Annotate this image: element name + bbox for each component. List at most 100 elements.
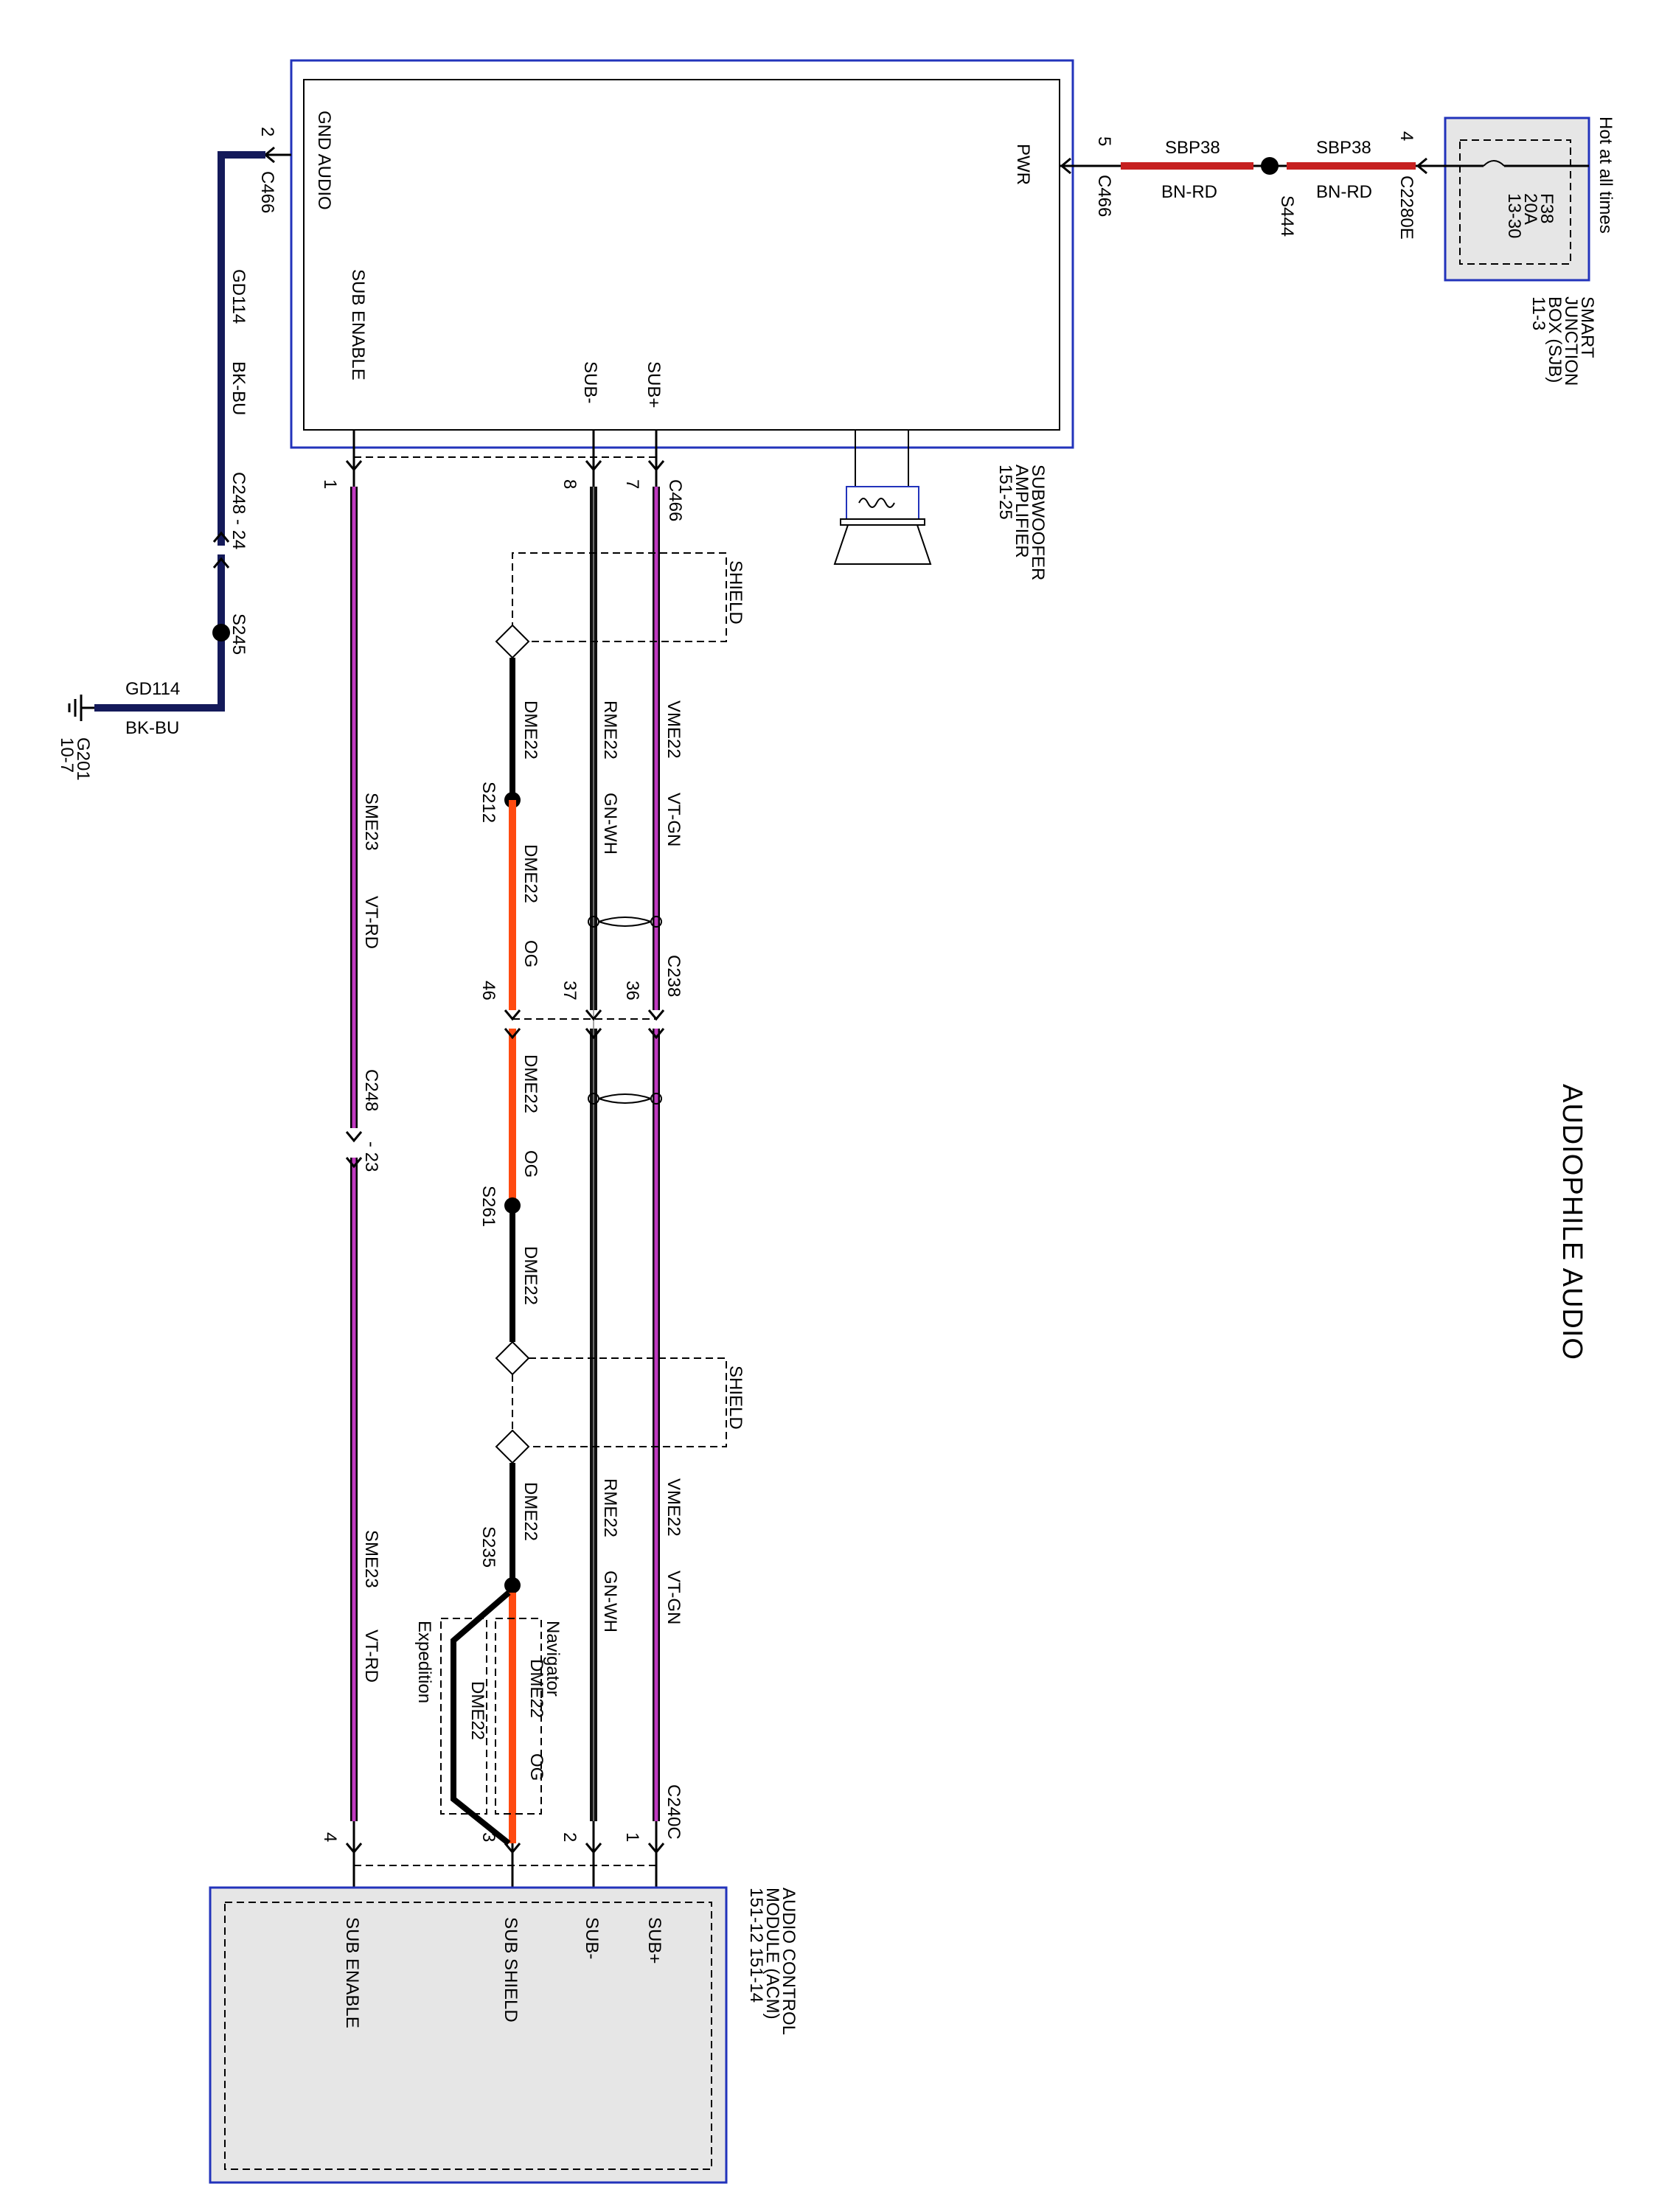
shield-circuit-5: DME22 — [521, 1482, 540, 1541]
sub-enable-color-1: VT-RD — [361, 896, 381, 949]
expedition-box — [440, 1618, 487, 1815]
splice-s261-label: S261 — [479, 1186, 498, 1227]
splice-s235 — [504, 1577, 521, 1593]
amp-name-line-1: SUBWOOFER — [1028, 465, 1048, 580]
amp-pin-pwr: PWR — [1013, 144, 1033, 185]
amp-connector-c466: 1 8 7 C466 — [320, 430, 685, 521]
amp-signal-connector: C466 — [665, 479, 685, 521]
expedition-label: Expedition — [414, 1621, 434, 1703]
wire-sub-enable: SME23 VT-RD C248 - 23 SME23 VT-RD — [345, 487, 381, 1821]
c248-pin: - 23 — [361, 1141, 381, 1172]
sjb-pin: 4 — [1397, 131, 1416, 141]
sub-plus-color-2: VT-GN — [664, 1571, 684, 1624]
amp-pin-gnd-audio: GND AUDIO — [314, 111, 334, 210]
audio-control-module: SUB ENABLE SUB SHIELD SUB- SUB+ AUDIO CO… — [209, 1886, 799, 2184]
acm-pin-1: 1 — [622, 1832, 642, 1842]
acm-pin-sub-plus: SUB+ — [644, 1917, 664, 1964]
amp-sub-enable-pin: 1 — [320, 479, 340, 489]
sjb-name-1: SMART — [1577, 296, 1597, 358]
c238-pin-36: 36 — [622, 981, 642, 1001]
expedition-circuit: DME22 — [467, 1681, 487, 1740]
pwr-connector: C466 — [1094, 175, 1114, 217]
acm-pin-sub-minus: SUB- — [582, 1917, 602, 1959]
sjb-name-3: BOX (SJB) — [1545, 296, 1565, 383]
pwr-splice-label: S444 — [1277, 195, 1297, 237]
shield-circuit-2: DME22 — [521, 844, 540, 903]
wire-sub-minus: RME22 GN-WH RME22 GN-WH — [590, 487, 620, 1821]
fuse-icon — [1483, 160, 1505, 167]
sub-minus-color-2: GN-WH — [600, 1571, 620, 1632]
acm-pin-4: 4 — [320, 1832, 340, 1842]
smart-junction-box: F38 20A 13-30 SMART JUNCTION BOX (SJB) 1… — [1444, 116, 1597, 386]
navigator-box — [495, 1618, 542, 1815]
pwr-wire: SBP38 BN-RD SBP38 BN-RD S444 5 C466 4 C2… — [1060, 131, 1445, 240]
amp-pin-sub-plus: SUB+ — [644, 361, 664, 408]
sub-minus-circuit-1: RME22 — [600, 700, 620, 759]
shield-circuit-1: DME22 — [521, 700, 540, 759]
sub-enable-circuit-2: SME23 — [361, 1530, 381, 1588]
shield-label-1: SHIELD — [726, 560, 745, 625]
sjb-connector: C2280E — [1397, 175, 1416, 240]
power-note: Hot at all times — [1596, 116, 1615, 234]
splice-s212-label: S212 — [479, 782, 498, 823]
sub-plus-circuit-2: VME22 — [664, 1478, 684, 1537]
navigator-circuit: DME22 — [526, 1659, 546, 1718]
amp-name-line-3: 151-25 — [995, 465, 1015, 520]
c248-label: C248 — [361, 1069, 381, 1111]
navigator-color: OG — [526, 1753, 546, 1781]
fuse-label-1: F38 — [1537, 193, 1557, 223]
pwr-color-b: BN-RD — [1316, 182, 1372, 202]
gnd-circuit: GD114 — [229, 269, 248, 324]
amp-pin-sub-enable: SUB ENABLE — [348, 269, 368, 380]
shield-diamond-3 — [495, 1429, 530, 1464]
shield-circuit-3: DME22 — [521, 1054, 540, 1113]
diagram-title: AUDIOPHILE AUDIO — [1557, 1084, 1587, 1360]
subwoofer-amplifier: GND AUDIO SUB ENABLE SUB- SUB+ PWR SUBWO… — [290, 59, 1074, 580]
twisted-pair-marker-1 — [588, 916, 662, 928]
fuse-label-2: 20A — [1520, 193, 1540, 225]
sub-plus-circuit-1: VME22 — [664, 700, 684, 759]
c240c-label: C240C — [664, 1784, 684, 1840]
sub-minus-circuit-2: RME22 — [600, 1478, 620, 1537]
splice-s245 — [212, 624, 230, 641]
navigator-label: Navigator — [543, 1621, 563, 1697]
pwr-pin: 5 — [1094, 136, 1114, 146]
gnd-connector: C466 — [257, 171, 277, 213]
sub-enable-color-2: VT-RD — [361, 1630, 381, 1683]
ground-point-2: 10-7 — [57, 737, 77, 773]
shield-circuit-4: DME22 — [521, 1246, 540, 1305]
sjb-name-2: JUNCTION — [1561, 296, 1581, 386]
amp-name-line-2: AMPLIFIER — [1012, 465, 1032, 558]
speaker-icon — [833, 430, 932, 565]
sub-plus-color-1: VT-GN — [664, 793, 684, 846]
pwr-circuit-b: SBP38 — [1316, 138, 1371, 158]
c238-label: C238 — [664, 955, 684, 997]
ground-point-1: G201 — [73, 737, 93, 781]
shield-color-3: OG — [521, 1150, 540, 1178]
c238-pin-46: 46 — [479, 981, 498, 1001]
shield-diamond-2 — [495, 1340, 530, 1376]
fuse-label-3: 13-30 — [1504, 193, 1524, 238]
wire-sub-shield: SHIELD SHIELD Navigator Expedition DME22… — [414, 552, 745, 1846]
sub-enable-circuit-1: SME23 — [361, 793, 381, 851]
splice-s444 — [1261, 157, 1279, 175]
sjb-name-4: 11-3 — [1528, 296, 1548, 330]
shield-diamond-1 — [495, 624, 530, 659]
gnd-color-2: BK-BU — [125, 718, 179, 738]
sub-minus-color-1: GN-WH — [600, 793, 620, 855]
amp-sub-minus-pin: 8 — [560, 479, 580, 489]
twisted-pair-marker-2 — [588, 1093, 662, 1105]
wire-sub-plus: VME22 VT-GN VME22 VT-GN C240C — [653, 487, 684, 1840]
ground-icon — [68, 695, 94, 721]
gnd-pin: 2 — [257, 127, 277, 136]
acm-pin-3: 3 — [479, 1832, 498, 1842]
gnd-color: BK-BU — [229, 361, 248, 415]
gnd-splice-label: S245 — [229, 613, 248, 655]
pwr-color-a: BN-RD — [1161, 182, 1217, 202]
gnd-inline-connector: C248 - 24 — [229, 472, 248, 549]
acm-name-3: 151-12 151-14 — [746, 1888, 766, 2003]
ground-wire: 2 C466 GD114 BK-BU C248 - 24 S245 GD114 … — [57, 127, 291, 781]
acm-name-2: MODULE (ACM) — [762, 1888, 782, 2020]
splice-s235-label: S235 — [479, 1526, 498, 1568]
